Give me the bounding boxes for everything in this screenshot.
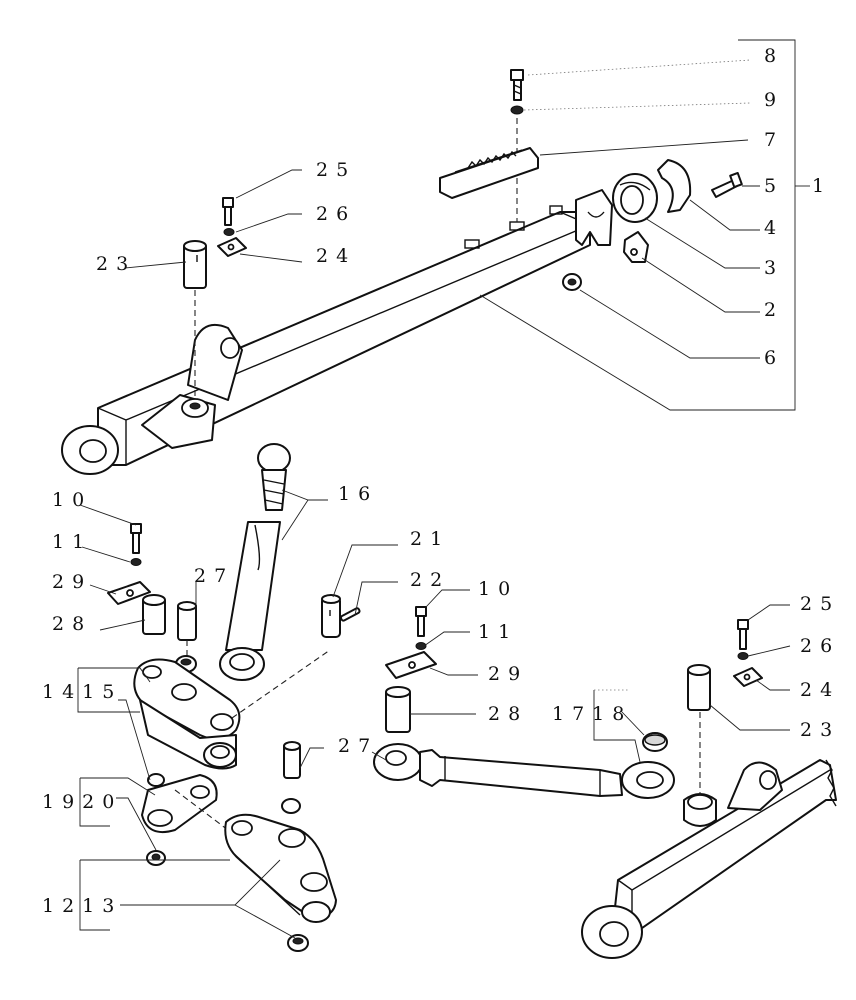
callout-26-top: 26 <box>316 203 356 225</box>
toothed-plate-7 <box>439 147 539 199</box>
callout-10-left: 10 <box>52 489 92 511</box>
pin-28-right <box>385 686 411 733</box>
pin-23-right <box>687 664 711 711</box>
bracket-2 <box>623 231 649 263</box>
washer-9 <box>510 105 524 115</box>
lower-link-arm-upper <box>61 189 613 475</box>
callout-4: 4 <box>764 217 784 239</box>
link-19-20 <box>141 773 218 866</box>
bolt-25-right <box>737 619 749 650</box>
callout-7: 7 <box>764 129 784 151</box>
lift-rod-17-18 <box>373 743 675 799</box>
bushing-18 <box>642 732 668 752</box>
callout-22: 22 <box>410 569 450 591</box>
callout-19-20: 1920 <box>42 791 122 813</box>
plate-29-right <box>385 651 437 679</box>
callout-6: 6 <box>764 347 784 369</box>
pin-21 <box>321 594 341 638</box>
callout-25-right: 25 <box>800 593 840 615</box>
bolt-10-left <box>130 523 142 554</box>
callout-24-right: 24 <box>800 679 840 701</box>
pin-22 <box>339 607 361 622</box>
bolt-25-left <box>222 197 234 226</box>
callout-9: 9 <box>764 89 784 111</box>
callout-28-right: 28 <box>488 703 528 725</box>
lever-12-13 <box>224 813 337 952</box>
callout-16: 16 <box>338 483 378 505</box>
bolt-10-right <box>415 606 427 637</box>
bolt-5 <box>711 171 743 198</box>
washer-26-left <box>223 228 235 236</box>
bolt-8 <box>510 69 524 101</box>
plate-24-left <box>217 237 247 257</box>
callout-29-left: 29 <box>52 571 92 593</box>
plate-29-left <box>107 581 151 605</box>
nut-6 <box>562 273 582 291</box>
pin-28-left <box>142 594 166 635</box>
lower-link-arm-lower <box>581 759 837 959</box>
lever-14-15 <box>133 658 241 770</box>
callout-14-15: 1415 <box>42 681 122 703</box>
callout-25-top: 25 <box>316 159 356 181</box>
callout-11-left: 11 <box>52 531 92 553</box>
callout-8: 8 <box>764 45 784 67</box>
callout-26-right: 26 <box>800 635 840 657</box>
callout-labels: 8 9 7 5 1 4 3 2 6 25 26 24 23 16 10 11 2… <box>42 45 840 917</box>
callout-23-top: 23 <box>96 253 136 275</box>
callout-21: 21 <box>410 528 450 550</box>
callout-27-left: 27 <box>194 565 234 587</box>
callout-27-center: 27 <box>338 735 378 757</box>
washer-26-right <box>737 652 749 660</box>
callout-2: 2 <box>764 299 784 321</box>
callout-5: 5 <box>764 175 784 197</box>
washer-11-right <box>415 642 427 650</box>
callout-1: 1 <box>812 175 832 197</box>
ball-joint-3 <box>612 173 658 223</box>
callout-29-right: 29 <box>488 663 528 685</box>
clamp-half-4 <box>657 159 692 213</box>
callout-24-top: 24 <box>316 245 356 267</box>
pin-27-left <box>177 601 197 660</box>
top-link-16 <box>219 443 291 681</box>
callout-3: 3 <box>764 257 784 279</box>
callout-28-left: 28 <box>52 613 92 635</box>
leader-lines <box>77 39 810 939</box>
callout-17-18: 1718 <box>552 703 632 725</box>
callout-23-right: 23 <box>800 719 840 741</box>
callout-12-13: 1213 <box>42 895 122 917</box>
pin-23-left <box>183 240 207 289</box>
callout-10-right: 10 <box>478 578 518 600</box>
callout-11-right: 11 <box>478 621 518 643</box>
pin-27-center <box>281 741 301 814</box>
washer-11-left <box>130 558 142 566</box>
plate-24-right <box>733 667 763 687</box>
